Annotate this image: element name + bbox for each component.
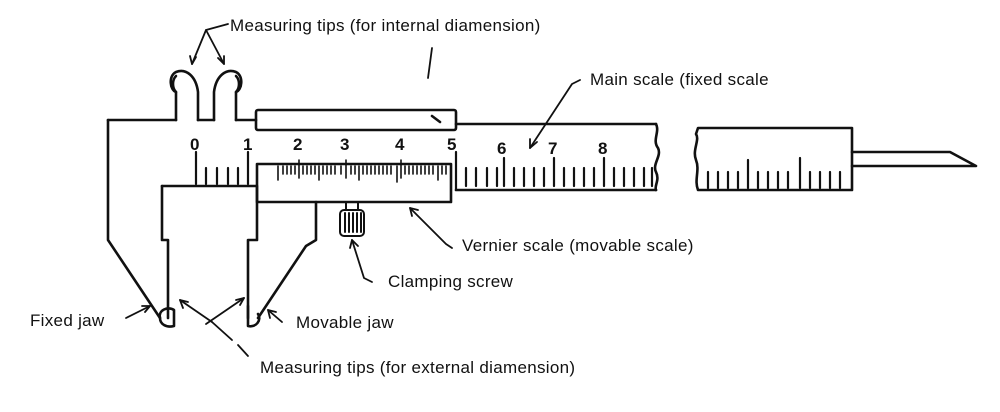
label-fixed-jaw: Fixed jaw <box>30 311 105 330</box>
vernier-slider <box>246 159 453 320</box>
main-beam <box>106 108 661 320</box>
svg-text:7: 7 <box>548 139 557 158</box>
label-vernier-scale: Vernier scale (movable scale) <box>462 236 694 255</box>
internal-measuring-tips <box>169 69 243 122</box>
external-measuring-tips <box>158 304 261 328</box>
svg-text:3: 3 <box>340 135 349 154</box>
clamping-screw <box>339 201 365 237</box>
main-scale-ticks <box>194 150 842 192</box>
leader-lines <box>125 23 581 357</box>
svg-text:1: 1 <box>243 135 252 154</box>
label-main-scale: Main scale (fixed scale <box>590 70 769 89</box>
svg-text:6: 6 <box>497 139 506 158</box>
svg-text:8: 8 <box>598 139 607 158</box>
label-movable-jaw: Movable jaw <box>296 313 394 332</box>
main-scale-numbers: 0 1 2 3 4 5 6 7 8 <box>190 135 607 158</box>
label-clamping-screw: Clamping screw <box>388 272 514 291</box>
svg-text:0: 0 <box>190 135 199 154</box>
svg-text:4: 4 <box>395 135 405 154</box>
svg-text:5: 5 <box>447 135 456 154</box>
svg-text:2: 2 <box>293 135 302 154</box>
label-external-measuring-tips: Measuring tips (for external diamension) <box>260 358 576 377</box>
label-internal-measuring-tips: Measuring tips (for internal diamension) <box>230 16 541 35</box>
beam-end-segment <box>693 126 978 192</box>
vernier-scale-ticks <box>277 159 447 183</box>
